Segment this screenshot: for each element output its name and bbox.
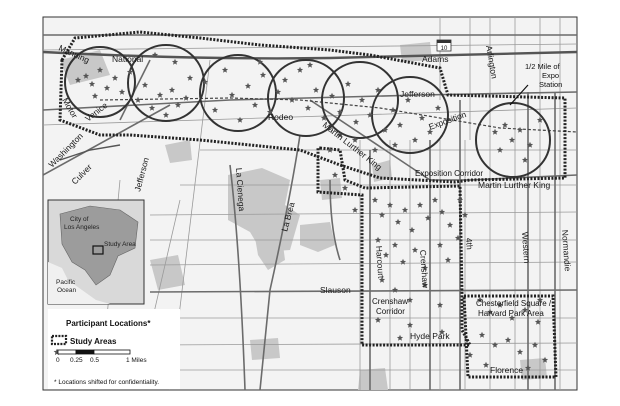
callout-line-3: Station (539, 80, 562, 89)
freeway-shield-label: 10 (441, 46, 448, 52)
legend: Participant Locations* Study Areas 0 0.2… (48, 309, 180, 389)
scale-label-0: 0 (56, 357, 60, 364)
street-label-mlk-east: Martin Lurther King (478, 180, 551, 190)
street-label-la-cienega: La Cienega (234, 167, 247, 211)
callout-line-2: Expo (542, 71, 559, 80)
street-label-western: Western (520, 231, 532, 263)
scale-label-05: 0.5 (90, 357, 99, 364)
street-label-crenshaw: Crenshaw (418, 249, 431, 289)
crenshaw-corridor-area (316, 146, 473, 347)
legend-participants-label: Participant Locations* (66, 319, 151, 328)
area-label-exposition-corridor: Exposition Corridor (415, 169, 483, 178)
inset-ocean-label-1: Pacific (56, 279, 76, 286)
freeway-10 (43, 50, 577, 60)
legend-footnote: * Locations shifted for confidentiality. (54, 379, 159, 386)
street-label-slauson: Slauson (320, 285, 351, 295)
street-label-hyde-park: Hyde Park (410, 331, 450, 341)
inset-study-area-box (92, 245, 104, 255)
freeway-shield: 10 (436, 39, 452, 52)
street-label-jefferson-east: Jefferson (400, 89, 435, 99)
area-label-crenshaw-1: Crenshaw (372, 297, 408, 306)
area-label-crenshaw-2: Corridor (376, 307, 405, 316)
street-label-rodeo: Rodeo (268, 112, 293, 122)
legend-study-areas-label: Study Areas (70, 337, 117, 346)
street-label-adams: Adams (422, 54, 448, 64)
station-buffers (64, 44, 551, 178)
inset-ocean-label-2: Ocean (57, 287, 77, 294)
inset-city-label-2: Los Angeles (64, 224, 100, 231)
street-label-normandie: Normandie (560, 229, 573, 271)
street-label-florence: Florence (490, 365, 523, 375)
inset-city-label-1: City of (70, 216, 89, 223)
scale-label-025: 0.25 (70, 357, 83, 364)
rail-line (99, 97, 577, 133)
area-label-chesterfield-2: Harvard Park Area (478, 309, 544, 318)
street-label-4th: 4th (464, 237, 475, 250)
inset-study-area-label: Study Area (104, 241, 136, 248)
scale-label-1: 1 Miles (126, 357, 147, 364)
ramp-line (59, 144, 121, 161)
chesterfield-area (462, 294, 558, 379)
street-label-national: National (112, 54, 143, 64)
scale-bar (57, 349, 131, 355)
callout-line-1: 1/2 Mile of (525, 62, 561, 71)
street-label-harcourt: Harcourt (374, 245, 386, 279)
area-label-chesterfield-1: Chesterfield Square / (476, 299, 552, 308)
legend-study-area-swatch (50, 334, 68, 346)
station-callout-leader (509, 84, 529, 106)
inset-map: City of Los Angeles Study Area Pacific O… (47, 199, 145, 305)
